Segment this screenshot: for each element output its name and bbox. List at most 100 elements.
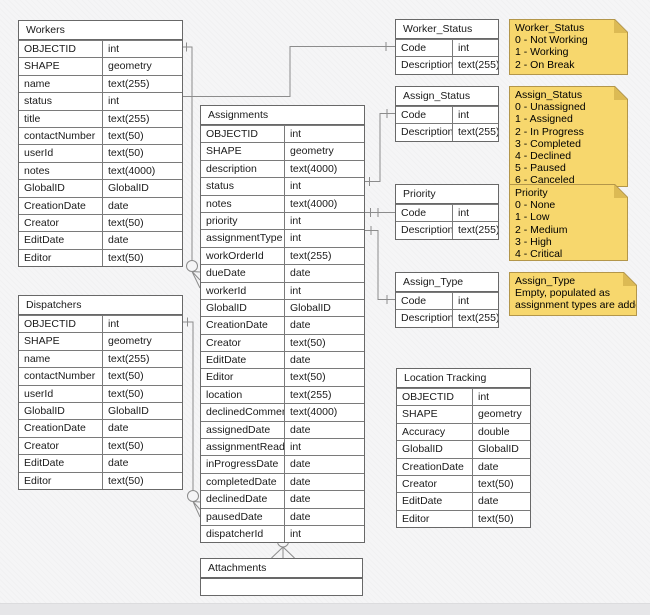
- entity-title-workers: Workers: [19, 21, 182, 40]
- entity-attachments[interactable]: Attachments: [200, 558, 363, 597]
- field-name: Creator: [19, 214, 103, 232]
- note-text-line: 0 - Unassigned: [515, 101, 586, 114]
- field-name: OBJECTID: [201, 126, 285, 143]
- field-name: userId: [19, 145, 103, 162]
- note-text-line: Priority: [515, 187, 548, 199]
- field-name: contactNumber: [19, 368, 103, 385]
- note-text-line: 4 - Declined: [515, 150, 572, 163]
- note-text-line: Assign_Status: [515, 89, 583, 101]
- field-name: CreationDate: [201, 317, 285, 334]
- field-name: CreationDate: [19, 197, 103, 214]
- entity-title-assign-status: Assign_Status: [396, 87, 498, 106]
- field-type: GlobalID: [290, 301, 331, 314]
- field-name: CreationDate: [397, 458, 473, 475]
- field-type: text(255): [290, 249, 332, 262]
- note-text-line: 2 - On Break: [515, 58, 575, 71]
- field-type: int: [290, 214, 302, 227]
- field-name: Editor: [201, 369, 285, 386]
- field-name: workerId: [201, 282, 285, 299]
- note-text-line: 1 - Working: [515, 46, 569, 59]
- field-type: GlobalID: [108, 404, 149, 417]
- field-name: GlobalID: [19, 180, 103, 197]
- field-type: int: [458, 42, 470, 54]
- field-name: dispatcherId: [201, 525, 285, 543]
- field-type: text(50): [108, 439, 144, 452]
- entity-title-attachments: Attachments: [201, 559, 362, 578]
- field-name: CreationDate: [19, 420, 103, 437]
- note-text-line: 3 - Completed: [515, 137, 581, 150]
- field-type: GlobalID: [478, 443, 519, 456]
- field-type: text(50): [108, 129, 144, 142]
- field-name: GlobalID: [201, 299, 285, 317]
- field-type: int: [478, 391, 490, 403]
- field-type: text(255): [108, 352, 150, 365]
- field-type: date: [108, 199, 129, 212]
- field-name: OBJECTID: [19, 316, 103, 333]
- field-name: assignmentRead: [201, 439, 285, 456]
- note-text-line: Empty, populated as: [515, 287, 610, 300]
- note-text-line: 5 - Paused: [515, 162, 566, 175]
- field-name: description: [201, 160, 285, 178]
- connector-assignments-priority: [365, 208, 395, 217]
- field-row: Editor text(50): [201, 368, 364, 386]
- field-name: assignmentType: [201, 230, 285, 247]
- note-text-line: 4 - Critical: [515, 248, 563, 261]
- field-row: GlobalID GlobalID: [201, 298, 364, 317]
- note-text-line: Assign_Type: [515, 275, 576, 287]
- note-text-line: 0 - Not Working: [515, 34, 588, 47]
- field-name: completedDate: [201, 473, 285, 491]
- field-type: text(50): [108, 474, 144, 487]
- field-type: date: [290, 493, 311, 506]
- field-type: text(4000): [290, 162, 338, 175]
- field-name: pausedDate: [201, 508, 285, 525]
- field-type: text(4000): [290, 197, 338, 210]
- field-type: int: [290, 232, 302, 245]
- field-row: Editor text(50): [19, 471, 182, 489]
- field-name: Editor: [19, 472, 103, 489]
- field-name: EditDate: [19, 455, 103, 472]
- empty-row: [201, 578, 362, 595]
- connector-assignments-assign-status: [365, 109, 395, 186]
- field-type: int: [290, 284, 302, 297]
- field-name: Editor: [397, 510, 473, 528]
- field-name: EditDate: [397, 493, 473, 510]
- field-type: text(50): [290, 371, 326, 384]
- field-name: notes: [201, 195, 285, 212]
- field-type: text(50): [108, 216, 144, 229]
- field-name: declinedComment: [201, 404, 285, 421]
- field-name: userId: [19, 385, 103, 402]
- field-row: workerId int: [201, 281, 364, 299]
- field-name: EditDate: [19, 232, 103, 249]
